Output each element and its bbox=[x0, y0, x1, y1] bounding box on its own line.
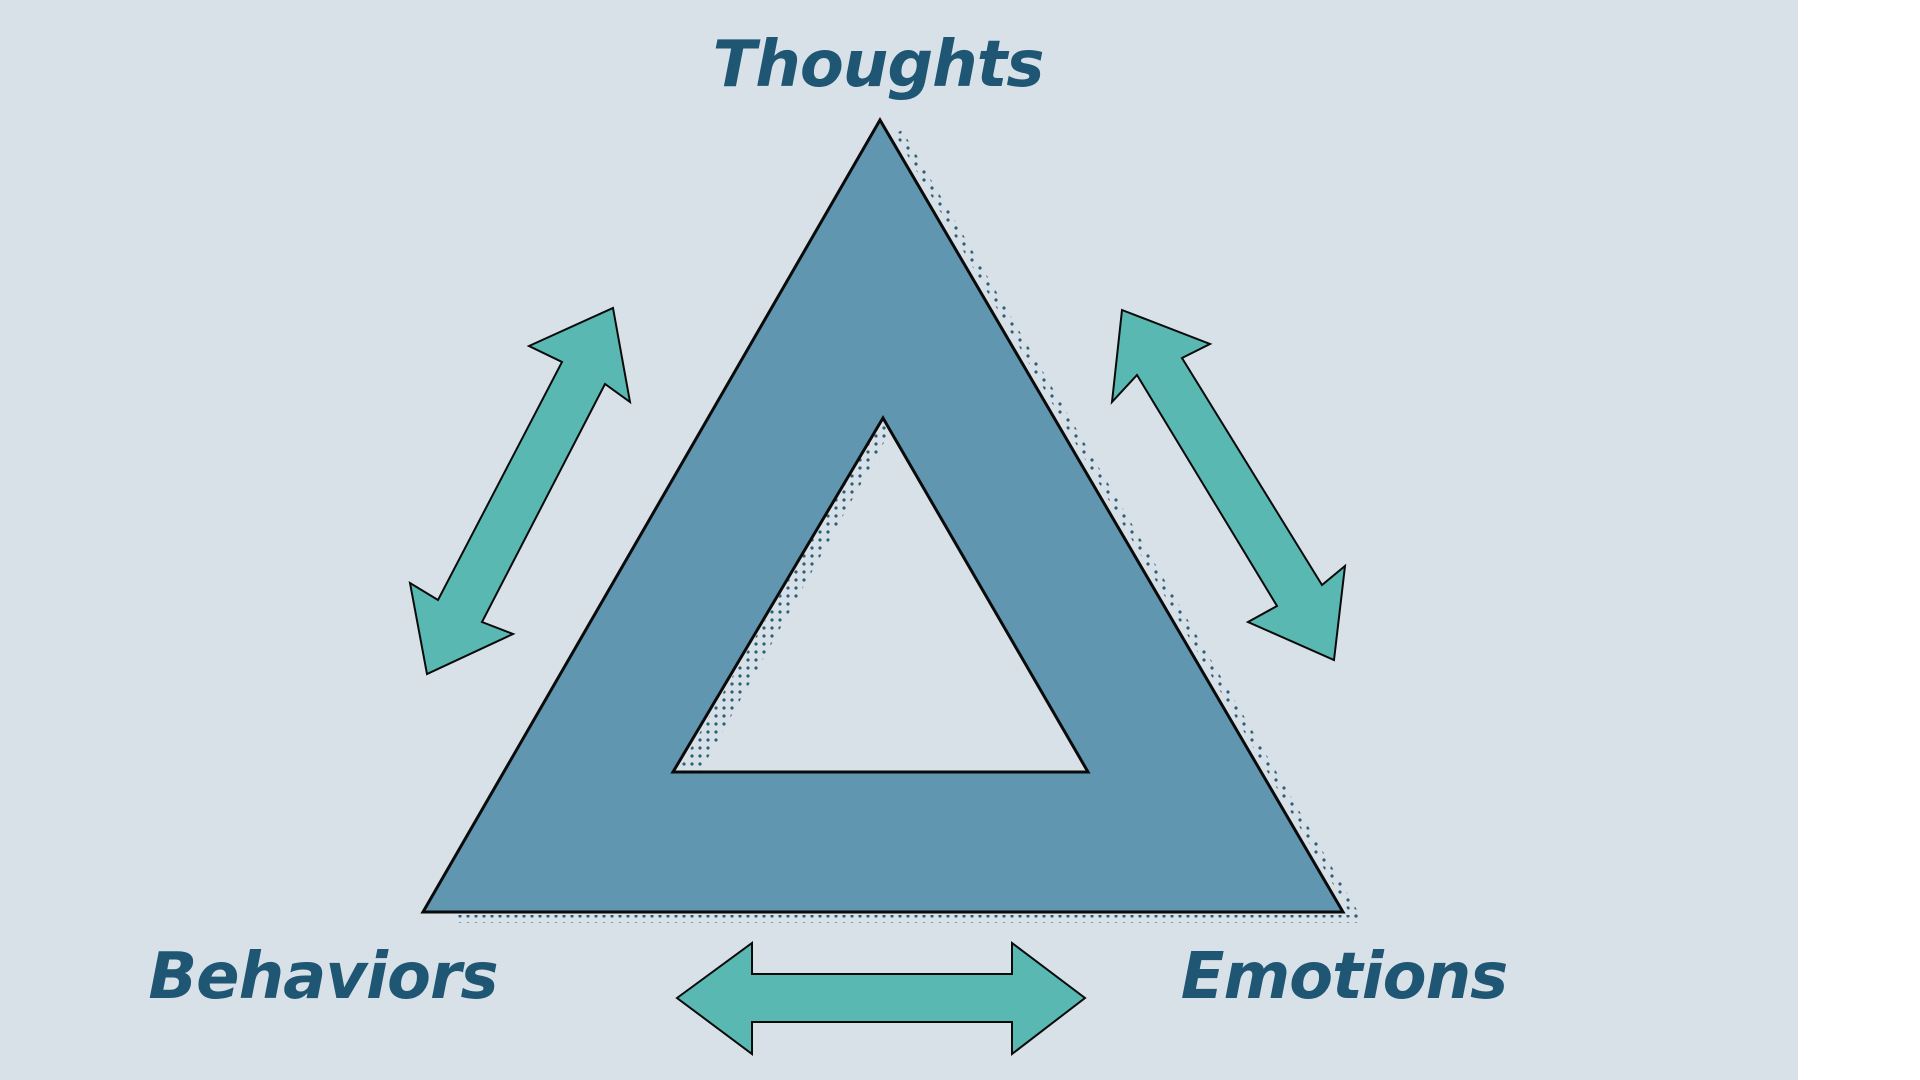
thoughts-behaviors-arrow bbox=[408, 306, 632, 676]
thoughts-emotions-arrow bbox=[1110, 308, 1347, 662]
triangle-base-shadow bbox=[455, 915, 1360, 923]
behaviors-label: Behaviors bbox=[148, 940, 497, 1014]
behaviors-emotions-arrow bbox=[675, 940, 1087, 1057]
triangle-inner-shadow bbox=[677, 418, 891, 772]
thoughts-label: Thoughts bbox=[713, 28, 1044, 102]
emotions-label: Emotions bbox=[1181, 940, 1508, 1014]
triangle-outer-shadow bbox=[895, 130, 1364, 922]
thinking-triangle bbox=[420, 117, 1346, 914]
